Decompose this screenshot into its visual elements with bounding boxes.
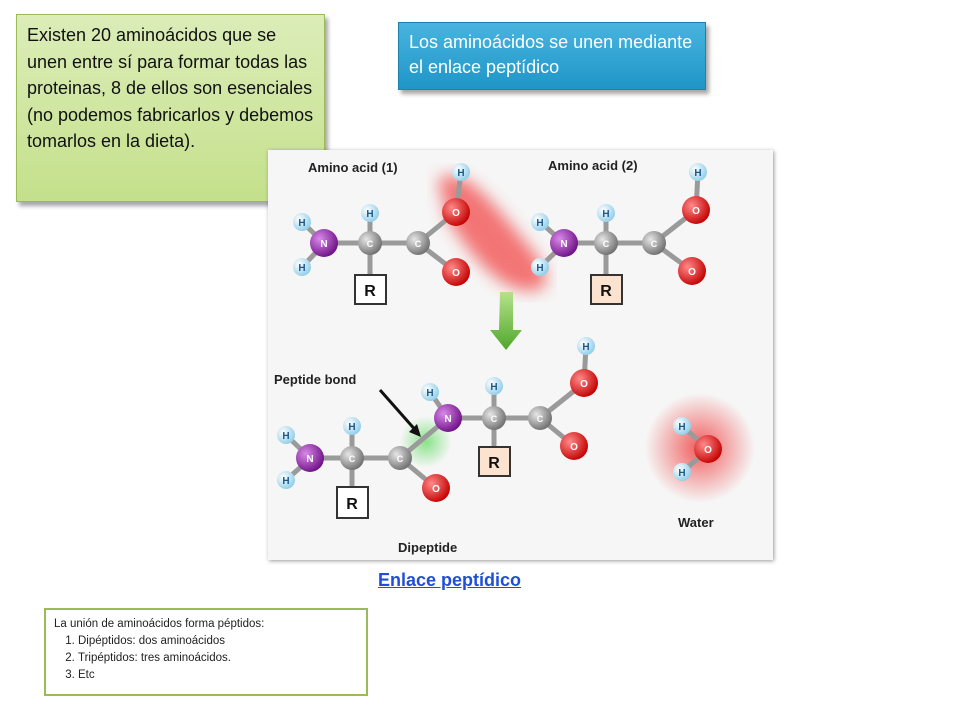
svg-text:H: H <box>457 168 464 179</box>
svg-text:H: H <box>298 218 305 229</box>
svg-text:O: O <box>570 442 578 453</box>
amino-acid-1-atoms: H H N H C C O O H R <box>293 163 470 305</box>
svg-text:C: C <box>651 239 658 249</box>
svg-text:O: O <box>704 445 712 456</box>
amino-acid-1-label: Amino acid (1) <box>308 160 398 175</box>
svg-text:H: H <box>282 431 289 442</box>
peptide-bond-link[interactable]: Enlace peptídico <box>378 570 522 590</box>
svg-text:O: O <box>688 267 696 278</box>
svg-text:H: H <box>426 388 433 399</box>
svg-text:C: C <box>367 239 374 249</box>
svg-text:H: H <box>298 263 305 274</box>
svg-text:R: R <box>364 283 376 300</box>
svg-text:H: H <box>536 218 543 229</box>
svg-text:C: C <box>537 414 544 424</box>
svg-text:R: R <box>600 283 612 300</box>
svg-text:N: N <box>320 239 327 250</box>
svg-text:O: O <box>580 379 588 390</box>
peptide-bond-diagram: Amino acid (1) Amino acid (2) Peptide bo… <box>268 150 773 560</box>
list-item: Tripéptidos: tres aminoácidos. <box>78 650 358 667</box>
peptide-bond-pointer-head-icon <box>409 424 421 437</box>
svg-text:H: H <box>282 476 289 487</box>
peptides-list-intro: La unión de aminoácidos forma péptidos: <box>54 618 265 630</box>
list-item: Etc <box>78 667 358 684</box>
svg-text:N: N <box>444 414 451 425</box>
dipeptide-label: Dipeptide <box>398 540 457 555</box>
svg-text:H: H <box>366 209 373 220</box>
svg-text:H: H <box>536 263 543 274</box>
svg-text:H: H <box>490 382 497 393</box>
amino-acid-2-bonds <box>537 169 701 278</box>
svg-text:H: H <box>678 422 685 433</box>
svg-text:H: H <box>694 168 701 179</box>
svg-text:H: H <box>582 342 589 353</box>
dipeptide-atoms: H H N H C C O H N H C C O O H R R <box>277 337 598 519</box>
svg-text:O: O <box>452 208 460 219</box>
svg-text:O: O <box>692 206 700 217</box>
svg-text:H: H <box>602 209 609 220</box>
amino-acid-2-atoms: H H N H C C O O H R <box>531 163 710 305</box>
svg-text:N: N <box>306 454 313 465</box>
svg-text:H: H <box>348 422 355 433</box>
list-item: Dipéptidos: dos aminoácidos <box>78 633 358 650</box>
svg-text:R: R <box>346 496 358 513</box>
peptides-list-box: La unión de aminoácidos forma péptidos: … <box>44 608 368 696</box>
peptide-bond-note: Los aminoácidos se unen mediante el enla… <box>398 22 706 90</box>
svg-text:C: C <box>349 454 356 464</box>
svg-text:C: C <box>491 414 498 424</box>
svg-text:O: O <box>432 484 440 495</box>
water-label: Water <box>678 515 714 530</box>
svg-text:N: N <box>560 239 567 250</box>
peptides-list: Dipéptidos: dos aminoácidos Tripéptidos:… <box>54 633 358 684</box>
peptide-bond-pointer <box>378 389 420 434</box>
essential-amino-acids-note: Existen 20 aminoácidos que se unen entre… <box>16 14 325 202</box>
amino-acid-2-label: Amino acid (2) <box>548 158 638 173</box>
amino-acid-1-bonds <box>299 169 464 278</box>
svg-text:O: O <box>452 268 460 279</box>
reaction-arrow-icon <box>490 292 522 350</box>
svg-text:H: H <box>678 468 685 479</box>
svg-text:R: R <box>488 455 500 472</box>
peptide-bond-label: Peptide bond <box>274 372 356 387</box>
svg-text:C: C <box>603 239 610 249</box>
water-atoms: H H O <box>673 417 722 481</box>
svg-text:C: C <box>415 239 422 249</box>
svg-text:C: C <box>397 454 404 464</box>
